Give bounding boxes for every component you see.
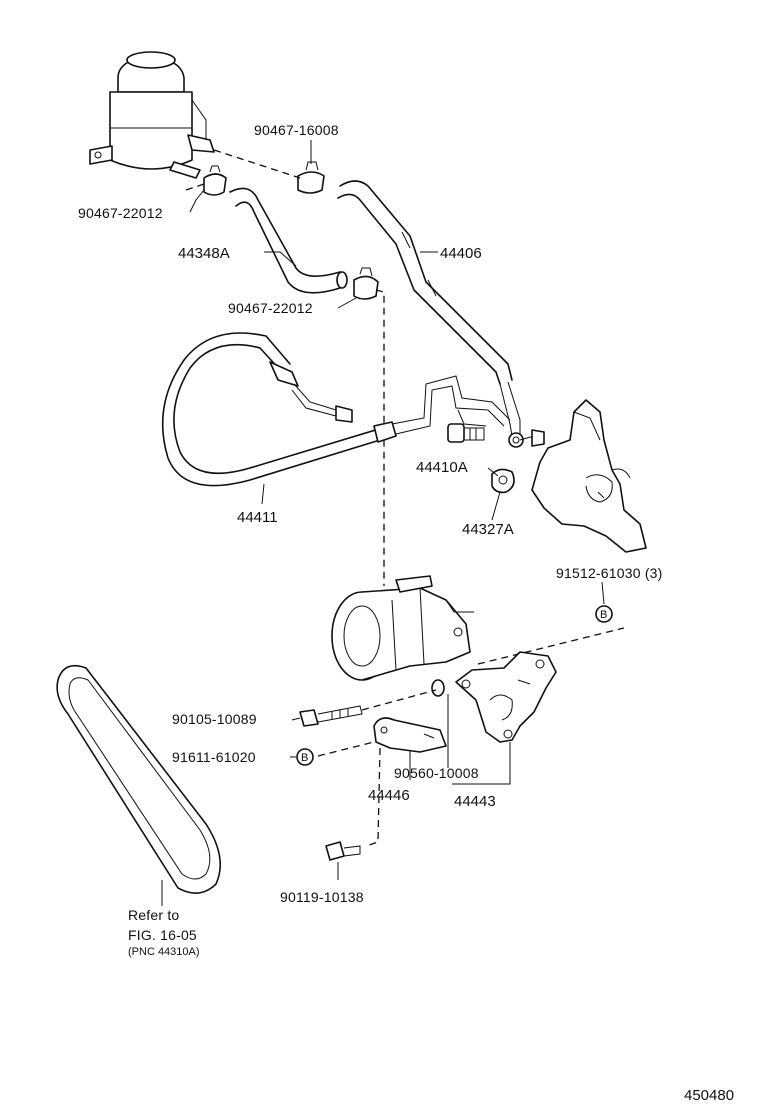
sub-bracket [373,717,447,753]
refer-line-2: FIG. 16-05 [128,927,197,943]
label-pressure-hose: 44411 [237,509,278,526]
label-return-hose: 44348A [178,245,230,262]
label-bolt-long: 90105-10089 [172,711,257,727]
supply-hose [337,180,545,448]
label-sub-bracket: 44446 [368,787,410,804]
callout-b-left: B [301,752,308,764]
power-steering-pump [331,575,474,681]
hose-clamp-left [203,165,227,196]
label-clamp-top: 90467-16008 [254,122,339,138]
label-bolt-bottom: 90119-10138 [280,889,364,905]
bolt-b-left: B [296,748,314,766]
label-supply-hose: 44406 [440,245,482,262]
callout-b-right: B [600,609,607,621]
pump-bracket [455,651,557,743]
bolt-bottom [325,841,361,861]
return-hose [229,187,348,294]
label-bolt-b: 91611-61020 [172,749,256,765]
bolt-b-right: B [595,605,613,623]
drive-belt [56,664,222,894]
label-clamp-lower: 90467-22012 [228,300,313,316]
hose-clamp-top [297,161,325,194]
label-gasket: 44327A [462,521,514,538]
bolt-long [299,705,363,727]
figure-number: 450480 [684,1087,734,1104]
reservoir-tank [89,51,215,179]
union-bolt [447,423,485,443]
label-collar: 90560-10008 [394,765,479,781]
label-bolt-right: 91512-61030 (3) [556,565,663,581]
refer-line-1: Refer to [128,907,179,923]
label-bracket: 44443 [454,793,496,810]
steering-gear [531,399,647,553]
refer-line-3: (PNC 44310A) [128,946,200,958]
label-clamp-left: 90467-22012 [78,205,163,221]
gasket [491,468,515,494]
hose-clamp-lower [353,267,379,300]
collar [431,679,445,697]
label-union-bolt: 44410A [416,459,468,476]
pressure-hose [161,332,511,487]
